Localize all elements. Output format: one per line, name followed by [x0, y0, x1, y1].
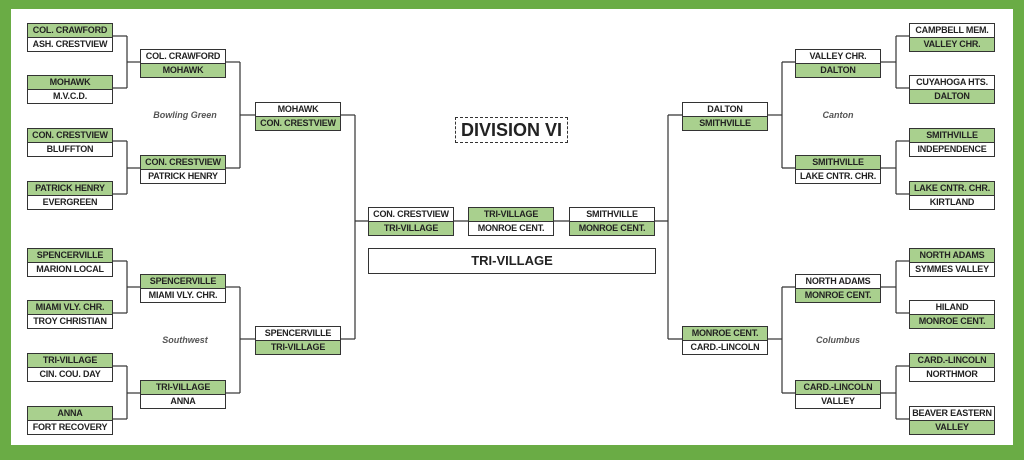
team-winner: MOHAWK: [141, 63, 225, 77]
match-right-round1: CAMPBELL MEM. VALLEY CHR.: [909, 23, 995, 52]
team-loser: VALLEY CHR.: [809, 51, 867, 61]
team-winner: MOHAWK: [28, 76, 112, 89]
team-winner: TRI-VILLAGE: [28, 354, 112, 367]
team-loser: LAKE CNTR. CHR.: [796, 169, 880, 183]
match-right-round1: LAKE CNTR. CHR.KIRTLAND: [909, 181, 995, 210]
team-loser: NORTH ADAMS: [805, 276, 871, 286]
match-right-round1: CUYAHOGA HTS. DALTON: [909, 75, 995, 104]
match-right-round3: DALTON SMITHVILLE: [682, 102, 768, 131]
division-title: DIVISION VI: [455, 117, 568, 143]
team-loser: DALTON: [707, 104, 743, 114]
team-loser: ANNA: [141, 394, 225, 408]
team-loser: HILAND: [935, 302, 969, 312]
team-winner: PATRICK HENRY: [28, 182, 112, 195]
team-winner: DALTON: [910, 89, 994, 103]
team-winner: MONROE CENT.: [683, 327, 767, 340]
region-label-columbus: Columbus: [816, 335, 860, 345]
region-label-bowling-green: Bowling Green: [153, 110, 217, 120]
match-left-semifinal: CON. CRESTVIEW TRI-VILLAGE: [368, 207, 454, 236]
region-label-canton: Canton: [822, 110, 854, 120]
team-winner: CON. CRESTVIEW: [141, 156, 225, 169]
team-loser: MARION LOCAL: [28, 262, 112, 276]
team-winner: NORTH ADAMS: [910, 249, 994, 262]
team-winner: SMITHVILLE: [796, 156, 880, 169]
team-loser: ASH. CRESTVIEW: [28, 37, 112, 51]
match-left-round1: MIAMI VLY. CHR.TROY CHRISTIAN: [27, 300, 113, 329]
team-winner: TRI-VILLAGE: [469, 208, 553, 221]
team-loser: BEAVER EASTERN: [912, 408, 992, 418]
region-label-southwest: Southwest: [162, 335, 208, 345]
match-left-round2: COL. CRAWFORD MOHAWK: [140, 49, 226, 78]
match-right-semifinal: SMITHVILLE MONROE CENT.: [569, 207, 655, 236]
team-loser: SMITHVILLE: [586, 209, 638, 219]
team-loser: MIAMI VLY. CHR.: [141, 288, 225, 302]
team-loser: FORT RECOVERY: [28, 420, 112, 434]
team-winner: TRI-VILLAGE: [369, 221, 453, 235]
team-loser: CAMPBELL MEM.: [915, 25, 989, 35]
match-right-round3: MONROE CENT.CARD.-LINCOLN: [682, 326, 768, 355]
team-winner: SMITHVILLE: [910, 129, 994, 142]
match-left-round3: MOHAWK CON. CRESTVIEW: [255, 102, 341, 131]
match-left-round3: SPENCERVILLE TRI-VILLAGE: [255, 326, 341, 355]
team-winner: MIAMI VLY. CHR.: [28, 301, 112, 314]
team-loser: M.V.C.D.: [28, 89, 112, 103]
team-loser: INDEPENDENCE: [910, 142, 994, 156]
team-loser: TROY CHRISTIAN: [28, 314, 112, 328]
team-loser: COL. CRAWFORD: [145, 51, 221, 61]
team-loser: MOHAWK: [277, 104, 319, 114]
team-loser: EVERGREEN: [28, 195, 112, 209]
match-right-round2: VALLEY CHR. DALTON: [795, 49, 881, 78]
team-winner: MONROE CENT.: [796, 288, 880, 302]
team-loser: BLUFFTON: [28, 142, 112, 156]
team-winner: TRI-VILLAGE: [141, 381, 225, 394]
team-winner: SPENCERVILLE: [141, 275, 225, 288]
match-right-round2: NORTH ADAMS MONROE CENT.: [795, 274, 881, 303]
team-loser: KIRTLAND: [910, 195, 994, 209]
team-winner: CON. CRESTVIEW: [256, 116, 340, 130]
team-loser: MONROE CENT.: [469, 221, 553, 235]
team-loser: CUYAHOGA HTS.: [916, 77, 988, 87]
team-loser: SYMMES VALLEY: [910, 262, 994, 276]
team-loser: CON. CRESTVIEW: [373, 209, 449, 219]
team-winner: LAKE CNTR. CHR.: [910, 182, 994, 195]
team-winner: MONROE CENT.: [910, 314, 994, 328]
team-loser: VALLEY: [796, 394, 880, 408]
team-loser: PATRICK HENRY: [141, 169, 225, 183]
team-winner: SPENCERVILLE: [28, 249, 112, 262]
team-winner: CARD.-LINCOLN: [796, 381, 880, 394]
team-winner: ANNA: [28, 407, 112, 420]
team-winner: COL. CRAWFORD: [28, 24, 112, 37]
match-right-round1: HILAND MONROE CENT.: [909, 300, 995, 329]
team-loser: NORTHMOR: [910, 367, 994, 381]
match-right-round1: BEAVER EASTERN VALLEY: [909, 406, 995, 435]
team-winner: VALLEY CHR.: [910, 37, 994, 51]
team-winner: SMITHVILLE: [683, 116, 767, 130]
team-winner: CON. CRESTVIEW: [28, 129, 112, 142]
team-loser: CIN. COU. DAY: [28, 367, 112, 381]
team-winner: CARD.-LINCOLN: [910, 354, 994, 367]
team-winner: DALTON: [796, 63, 880, 77]
team-winner: TRI-VILLAGE: [256, 340, 340, 354]
team-loser: CARD.-LINCOLN: [683, 340, 767, 354]
team-loser: SPENCERVILLE: [264, 328, 332, 338]
team-winner: VALLEY: [910, 420, 994, 434]
champion-box: TRI-VILLAGE: [368, 248, 656, 274]
team-winner: MONROE CENT.: [570, 221, 654, 235]
